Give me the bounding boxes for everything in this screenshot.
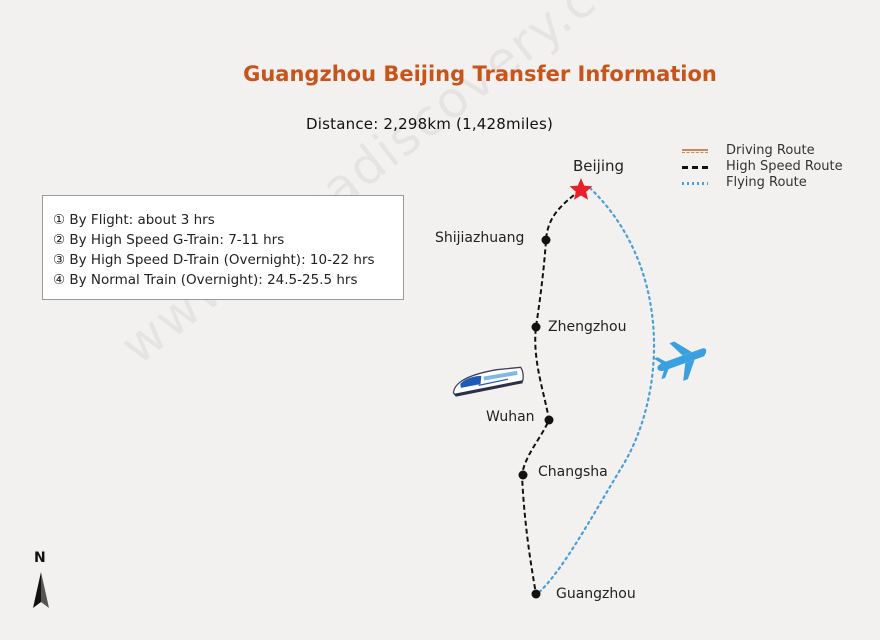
- info-d-train: ③ By High Speed D-Train (Overnight): 10-…: [53, 252, 375, 268]
- city-label-zhengzhou: Zhengzhou: [548, 319, 627, 335]
- legend-driving-label: Driving Route: [726, 143, 815, 158]
- north-label: N: [34, 550, 46, 566]
- train-icon: [452, 366, 524, 397]
- flight-route: [534, 186, 656, 597]
- rail-route: [520, 189, 581, 595]
- legend-high-speed-label: High Speed Route: [726, 159, 843, 174]
- city-label-shijiazhuang: Shijiazhuang: [435, 230, 525, 246]
- city-dot-shijiazhuang: [541, 235, 551, 245]
- travel-info-box: ① By Flight: about 3 hrs ② By High Speed…: [42, 195, 404, 300]
- plane-icon: [653, 341, 707, 381]
- info-flight: ① By Flight: about 3 hrs: [53, 212, 215, 228]
- city-dot-wuhan: [544, 415, 554, 425]
- city-dot-guangzhou: [531, 589, 541, 599]
- city-label-beijing: Beijing: [573, 157, 625, 175]
- driving-route-swatch: [682, 149, 708, 153]
- city-dot-zhengzhou: [531, 322, 541, 332]
- star-icon: [569, 178, 593, 200]
- legend-flying-label: Flying Route: [726, 175, 807, 190]
- info-g-train: ② By High Speed G-Train: 7-11 hrs: [53, 232, 285, 248]
- city-label-changsha: Changsha: [538, 464, 608, 480]
- city-label-wuhan: Wuhan: [486, 409, 535, 425]
- high-speed-route-swatch: [682, 166, 708, 169]
- distance-text: Distance: 2,298km (1,428miles): [306, 115, 554, 133]
- city-dot-changsha: [518, 470, 528, 480]
- info-normal-train: ④ By Normal Train (Overnight): 24.5-25.5…: [53, 272, 358, 288]
- flying-route-swatch: [682, 182, 708, 185]
- city-label-guangzhou: Guangzhou: [556, 586, 636, 602]
- page-title: Guangzhou Beijing Transfer Information: [243, 62, 717, 86]
- north-arrow-icon: [33, 572, 49, 608]
